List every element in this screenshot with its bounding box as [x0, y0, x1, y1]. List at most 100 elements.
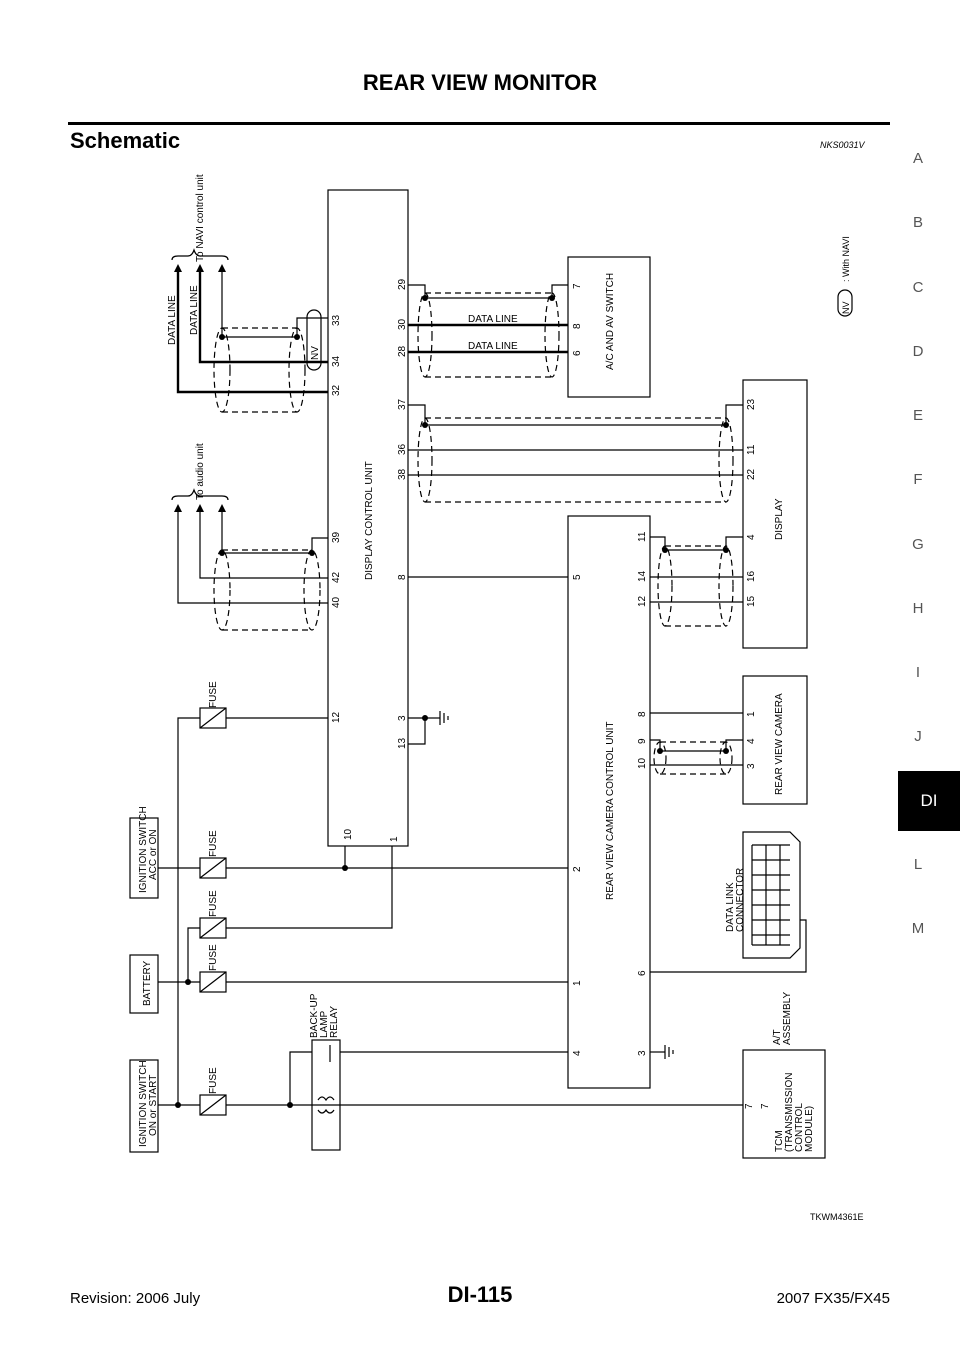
label-dcu: DISPLAY CONTROL UNIT	[364, 461, 375, 580]
pin: 38	[397, 468, 408, 480]
label-dlc-2: CONNECTOR	[735, 868, 746, 932]
pin: 10	[343, 828, 354, 840]
label-tcm-3: CONTROL	[794, 1103, 805, 1152]
side-tab-b[interactable]: B	[912, 214, 923, 231]
side-tab-f[interactable]: F	[913, 471, 923, 488]
pin: 12	[331, 711, 342, 723]
pin: 1	[572, 980, 583, 986]
side-tab-di-active[interactable]: DI	[898, 771, 960, 831]
ign-acc-box	[129, 817, 159, 899]
side-tab-m[interactable]: M	[911, 920, 925, 937]
pin: 32	[331, 384, 342, 396]
pin: 7	[572, 283, 583, 289]
label-tcm-4: MODULE)	[804, 1106, 815, 1152]
rear-view-camera-control-unit-box	[567, 515, 651, 1089]
pin: 13	[397, 737, 408, 749]
label-to-audio: To audio unit	[195, 443, 206, 500]
footer-revision: Revision: 2006 July	[70, 1290, 201, 1307]
pin: 4	[572, 1050, 583, 1056]
pin: 8	[397, 574, 408, 580]
label-fuse-3: FUSE	[208, 890, 219, 917]
label-ign-acc-1: IGNITION SWITCH	[138, 806, 149, 893]
pin: 12	[637, 595, 648, 607]
pin: 33	[331, 314, 342, 326]
av-switch-box	[567, 256, 651, 398]
pin: 39	[331, 531, 342, 543]
label-backup-3: RELAY	[329, 1006, 340, 1038]
display-control-unit-box	[327, 189, 409, 847]
pin: 7	[744, 1103, 755, 1109]
pin: 15	[746, 595, 757, 607]
battery-box	[129, 954, 159, 1014]
side-tab-i[interactable]: I	[915, 664, 921, 681]
pin: 30	[397, 318, 408, 330]
side-tab-c[interactable]: C	[912, 279, 924, 296]
side-tab-l[interactable]: L	[913, 856, 923, 873]
wiring	[158, 270, 807, 1114]
label-tcm-1: TCM	[774, 1130, 785, 1152]
pin: 6	[637, 970, 648, 976]
pin: 23	[746, 398, 757, 410]
label-camera: REAR VIEW CAMERA	[774, 693, 785, 795]
label-dlc-1: DATA LINK	[725, 882, 736, 932]
side-tab-a[interactable]: A	[912, 150, 923, 167]
pin: 29	[397, 278, 408, 290]
label-nv-legend-badge: NV	[841, 301, 851, 314]
arrow-icons	[174, 264, 226, 512]
display-box	[742, 379, 808, 649]
pin: 3	[746, 763, 757, 769]
pin: 28	[397, 345, 408, 357]
side-tab-h[interactable]: H	[912, 600, 924, 617]
pin: 8	[572, 323, 583, 329]
pin: 9	[637, 738, 648, 744]
backup-relay-box	[311, 1039, 341, 1151]
label-fuse-1: FUSE	[208, 681, 219, 708]
pin: 36	[397, 443, 408, 455]
label-fuse-2: FUSE	[208, 830, 219, 857]
pin: 10	[637, 757, 648, 769]
pin: 8	[637, 711, 648, 717]
label-data-line-2: DATA LINE	[189, 285, 200, 335]
label-battery: BATTERY	[142, 960, 153, 1006]
junction-dots	[175, 295, 729, 1108]
label-ign-acc-2: ACC or ON	[148, 829, 159, 880]
label-backup-2: LAMP	[319, 1010, 330, 1038]
pin: 7	[760, 1103, 771, 1109]
label-at-1: A/T	[772, 1029, 783, 1045]
label-display: DISPLAY	[774, 498, 785, 540]
header-rule	[68, 122, 890, 125]
pin: 40	[331, 596, 342, 608]
label-av-data-line-1: DATA LINE	[468, 314, 518, 325]
data-link-connector-icon	[742, 831, 801, 959]
label-data-line-1: DATA LINE	[167, 295, 178, 345]
fuse-symbols	[199, 707, 227, 1116]
pin: 4	[746, 534, 757, 540]
side-tab-j[interactable]: J	[914, 728, 922, 745]
pin: 11	[746, 444, 757, 455]
pin: 1	[746, 711, 757, 717]
pin: 4	[746, 738, 757, 744]
pin: 42	[331, 571, 342, 583]
figure-code: TKWM4361E	[810, 1212, 864, 1222]
pin: 5	[572, 574, 583, 580]
label-av-data-line-2: DATA LINE	[468, 341, 518, 352]
side-tab-g[interactable]: G	[912, 536, 924, 553]
nv-badges	[306, 289, 853, 371]
page-header-title: REAR VIEW MONITOR	[362, 70, 598, 95]
pin: 3	[397, 715, 408, 721]
side-tab-e[interactable]: E	[912, 407, 923, 424]
pin: 37	[397, 398, 408, 410]
label-nv-legend: : With NAVI	[841, 236, 851, 282]
pin: 14	[637, 570, 648, 582]
pin: 16	[746, 570, 757, 582]
pin: 6	[572, 350, 583, 356]
side-tab-d[interactable]: D	[912, 343, 924, 360]
section-code: NKS0031V	[820, 140, 865, 150]
ign-on-box	[129, 1059, 159, 1153]
footer-model: 2007 FX35/FX45	[776, 1290, 890, 1307]
tcm-box	[742, 1049, 826, 1159]
pin: 11	[637, 531, 648, 542]
pin: 3	[637, 1050, 648, 1056]
label-tcm-2: (TRANSMISSION	[784, 1073, 795, 1152]
